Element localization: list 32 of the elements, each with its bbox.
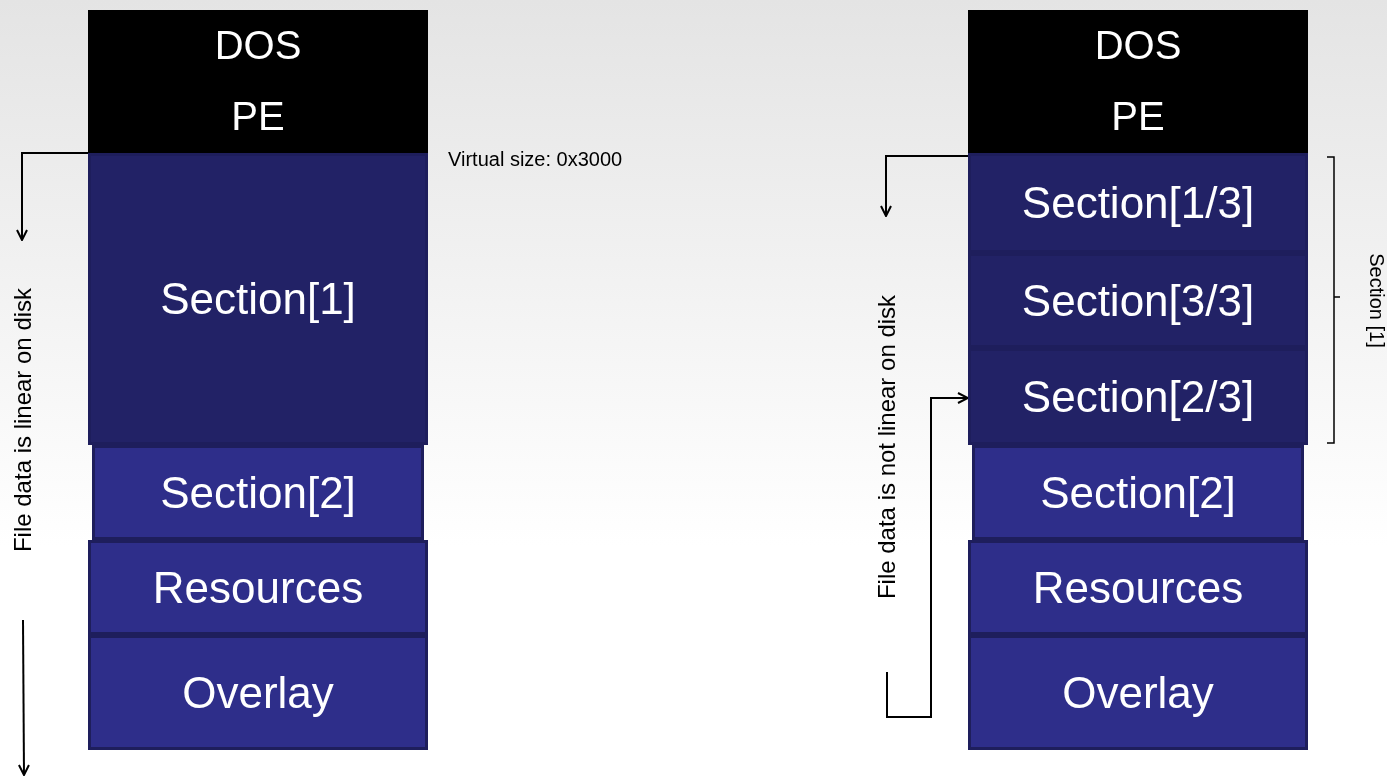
block-label: Resources <box>152 562 364 613</box>
header-block <box>88 10 428 80</box>
block-label: Section[3/3] <box>1021 275 1255 326</box>
section-block <box>968 540 1308 635</box>
direction-label: File data is not linear on disk <box>873 294 902 600</box>
section-block <box>88 635 428 750</box>
block-label: DOS <box>1094 22 1182 68</box>
section-block <box>968 153 1308 253</box>
section-block <box>968 635 1308 750</box>
block-label: Section[1] <box>160 274 356 324</box>
header-block <box>968 10 1308 80</box>
annotation-text: Virtual size: 0x3000 <box>448 148 623 171</box>
block-label: Resources <box>1032 562 1244 613</box>
block-label: Overlay <box>1062 667 1214 718</box>
section-block <box>88 153 428 445</box>
section-block <box>88 540 428 635</box>
block-label: Section[1/3] <box>1021 178 1255 228</box>
header-block <box>88 80 428 153</box>
block-label: PE <box>1111 94 1165 139</box>
block-label: Overlay <box>182 667 334 718</box>
section-block <box>972 445 1304 540</box>
block-label: Section[2] <box>160 467 356 518</box>
block-label: PE <box>231 94 285 139</box>
header-block <box>968 80 1308 153</box>
bracket-label: Section [1] <box>1364 252 1387 348</box>
block-label: DOS <box>214 22 302 68</box>
direction-label: File data is linear on disk <box>9 287 38 553</box>
block-label: Section[2/3] <box>1021 371 1255 422</box>
section-block <box>968 253 1308 348</box>
section-block <box>968 348 1308 445</box>
block-label: Section[2] <box>1040 467 1236 518</box>
section-block <box>92 445 424 540</box>
